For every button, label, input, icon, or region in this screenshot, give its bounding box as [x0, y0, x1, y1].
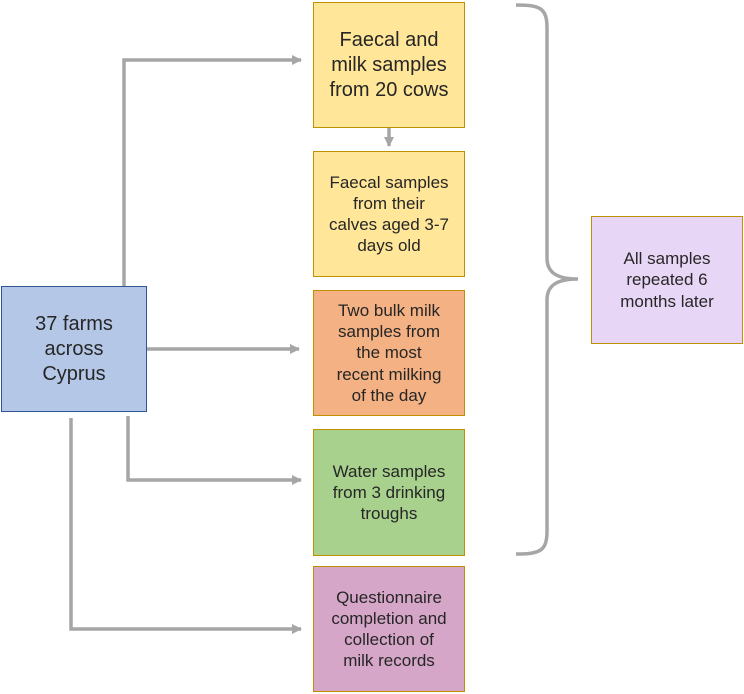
questionnaire-box: Questionnaire completion and collection …: [313, 566, 465, 692]
repeat-samples-box: All samples repeated 6 months later: [591, 216, 743, 344]
water-samples-label: Water samples from 3 drinking troughs: [332, 461, 446, 524]
grouping-brace: [515, 3, 579, 556]
faecal-milk-samples-label: Faecal and milk samples from 20 cows: [329, 28, 449, 101]
calf-faecal-samples-label: Faecal samples from their calves aged 3-…: [328, 172, 450, 256]
arrow-to-questionnaire: [69, 418, 302, 634]
bulk-milk-samples-label: Two bulk milk samples from the most rece…: [336, 300, 442, 405]
calf-faecal-samples-box: Faecal samples from their calves aged 3-…: [313, 151, 465, 277]
repeat-samples-label: All samples repeated 6 months later: [620, 249, 714, 311]
questionnaire-label: Questionnaire completion and collection …: [331, 587, 447, 671]
arrow-to-faecal-milk: [122, 55, 302, 286]
bulk-milk-samples-box: Two bulk milk samples from the most rece…: [313, 290, 465, 416]
arrow-to-water: [126, 416, 302, 485]
farms-box: 37 farms across Cyprus: [1, 286, 147, 412]
farms-label: 37 farms across Cyprus: [35, 312, 113, 385]
water-samples-box: Water samples from 3 drinking troughs: [313, 429, 465, 556]
faecal-milk-samples-box: Faecal and milk samples from 20 cows: [313, 2, 465, 128]
